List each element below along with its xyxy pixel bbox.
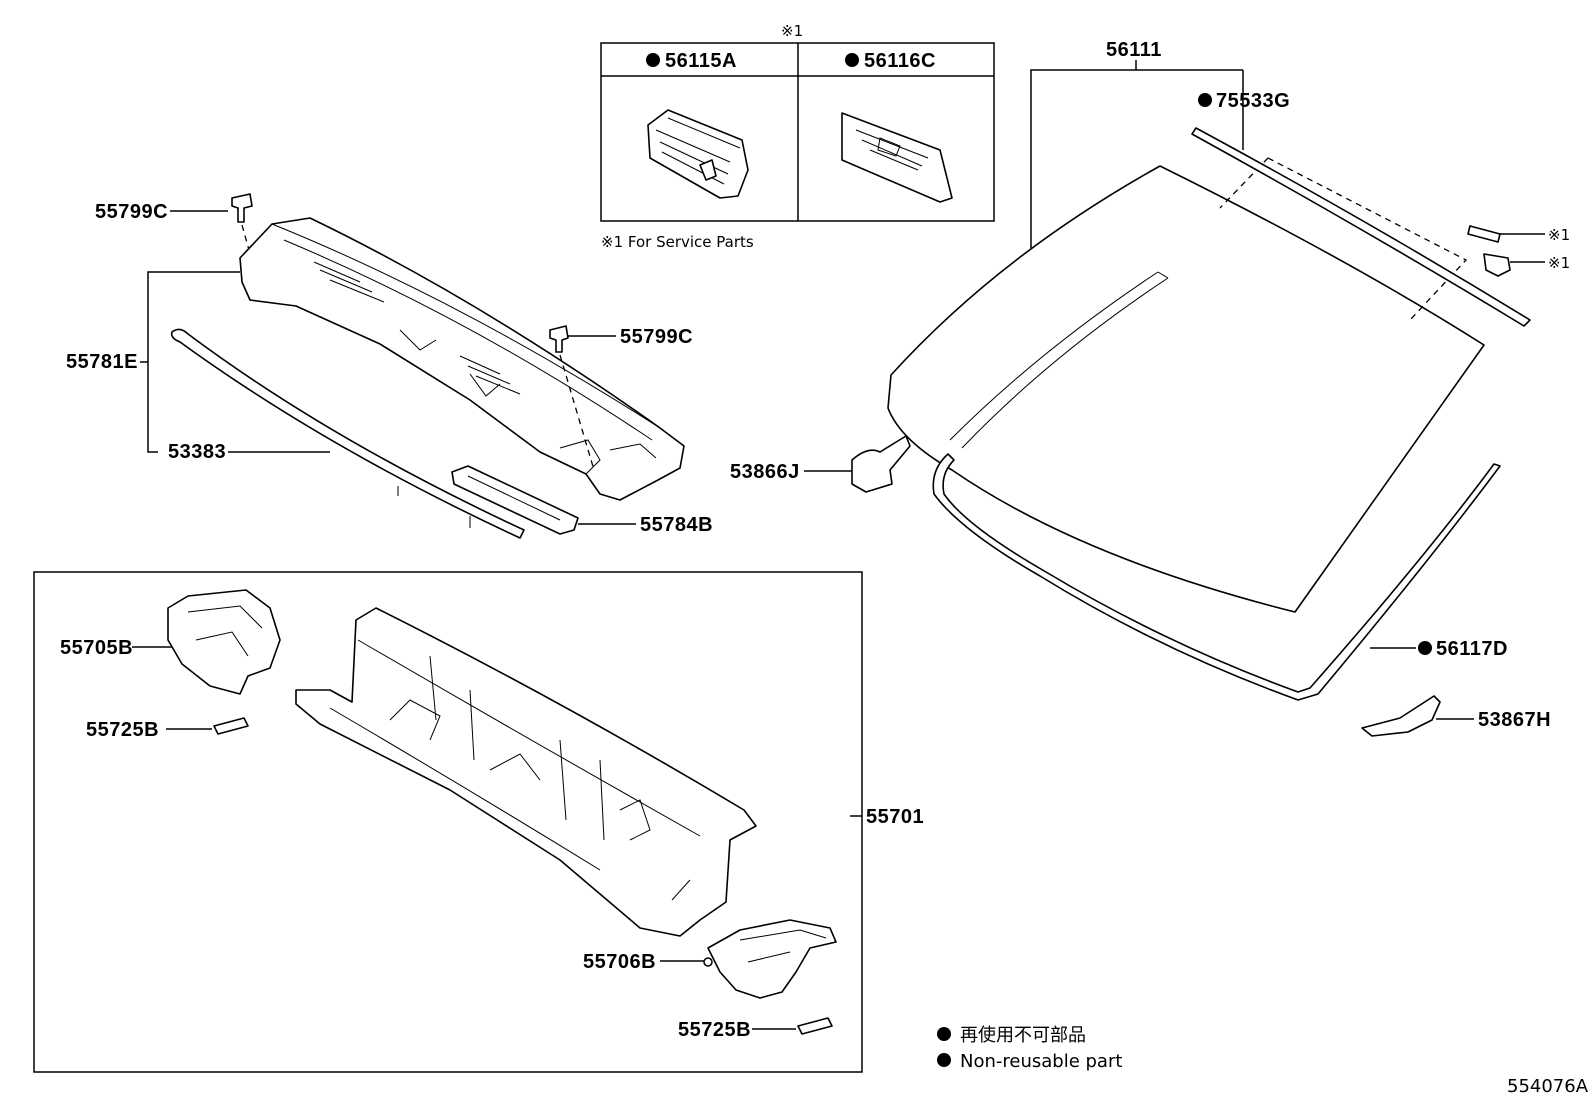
cowl-top-panel-55781E: 55799C 55781E 55799C [66,193,693,501]
service-parts-note: ※1 For Service Parts [601,233,754,251]
clip-56115A-drawing [647,109,749,199]
seal-53867H: 53867H [1361,695,1551,737]
non-reusable-dot-icon [937,1053,951,1067]
clip-56116C-drawing [841,112,953,203]
label-56111: 56111 [1106,39,1162,61]
legend-english: Non-reusable part [960,1051,1122,1072]
cowl-seal-55784B: 55784B [451,465,713,536]
label-55784B: 55784B [640,514,713,536]
cowl-panel-assembly-box: 55701 55705B 55725B 55706B 55725B [33,571,924,1073]
label-55705B: 55705B [60,637,133,659]
upper-molding-75533G: 75533G [1191,90,1531,327]
legend: 再使用不可部品 Non-reusable part [937,1025,1122,1072]
cowl-seal-53383: 53383 [168,328,525,539]
service-clips: ※1 ※1 [1467,225,1570,277]
label-75533G: 75533G [1216,90,1290,112]
label-53383: 53383 [168,441,226,463]
mark-service-1b: ※1 [1548,254,1570,272]
mark-service-1a: ※1 [1548,226,1570,244]
windshield-glass-56111: 56111 [887,39,1485,613]
diagram-id: 554076A [1507,1076,1589,1097]
label-53866J: 53866J [730,461,800,483]
service-parts-box: ※1 56115A 56116C ※1 For Service Parts [600,22,995,251]
label-55701: 55701 [866,806,924,828]
non-reusable-dot-icon [937,1027,951,1041]
label-56117D: 56117D [1436,638,1508,660]
label-55781E: 55781E [66,351,138,373]
label-55799C-top: 55799C [95,201,168,223]
label-55725B-bottom: 55725B [678,1019,751,1041]
label-55725B-top: 55725B [86,719,159,741]
service-box-header: ※1 [781,22,803,40]
seal-53866J: 53866J [730,435,911,493]
non-reusable-dot-icon [1418,641,1432,655]
label-55799C-mid: 55799C [620,326,693,348]
label-56115A: 56115A [665,50,737,72]
label-56116C: 56116C [864,50,936,72]
non-reusable-dot-icon [646,53,660,67]
windshield-dam-56117D: 56117D [932,453,1508,701]
label-55706B: 55706B [583,951,656,973]
non-reusable-dot-icon [845,53,859,67]
non-reusable-dot-icon [1198,93,1212,107]
legend-japanese: 再使用不可部品 [960,1025,1086,1046]
label-53867H: 53867H [1478,709,1551,731]
